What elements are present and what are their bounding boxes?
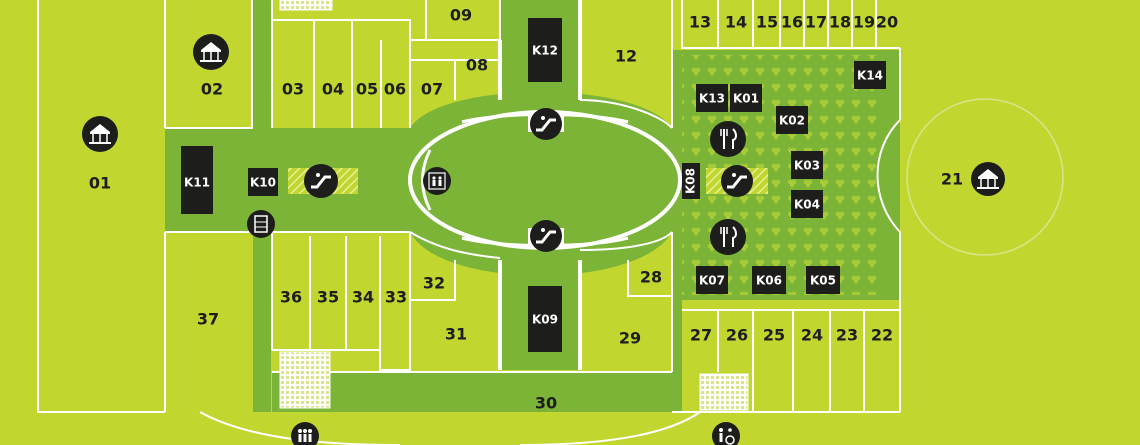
kiosk-label: K14 <box>857 69 883 83</box>
stairs-top <box>279 0 333 11</box>
unit-label-23[interactable]: 23 <box>836 326 858 345</box>
unit-label-33[interactable]: 33 <box>385 288 407 307</box>
unit-label-05[interactable]: 05 <box>356 80 378 99</box>
kiosk-k03[interactable]: K03 <box>791 151 823 179</box>
stairs-bottom-left <box>279 351 331 409</box>
unit-label-25[interactable]: 25 <box>763 326 785 345</box>
unit-label-16[interactable]: 16 <box>781 13 803 32</box>
unit-label-19[interactable]: 19 <box>853 13 875 32</box>
kiosk-k01[interactable]: K01 <box>730 84 762 112</box>
kiosks: K11 K10 K12 K09 K08 K13 K01 <box>181 18 886 352</box>
unit-label-18[interactable]: 18 <box>829 13 851 32</box>
kiosk-label: K09 <box>532 313 558 327</box>
kiosk-label: K12 <box>532 44 558 58</box>
kiosk-k13[interactable]: K13 <box>696 84 728 112</box>
kiosk-label: K06 <box>756 274 782 288</box>
kiosk-label: K08 <box>684 168 698 194</box>
kiosk-k12[interactable]: K12 <box>528 18 562 82</box>
unit-labels: 01 02 03 04 05 06 07 08 09 12 13 14 15 1… <box>89 6 963 413</box>
unit-label-12[interactable]: 12 <box>615 47 637 66</box>
carousel-icon[interactable] <box>971 162 1005 196</box>
kiosk-k09[interactable]: K09 <box>528 286 562 352</box>
unit-label-32[interactable]: 32 <box>423 274 445 293</box>
unit-label-37[interactable]: 37 <box>197 310 219 329</box>
unit-label-14[interactable]: 14 <box>725 13 747 32</box>
kiosk-k06[interactable]: K06 <box>752 266 786 294</box>
unit-label-21[interactable]: 21 <box>941 170 963 189</box>
escalator-icon[interactable] <box>530 220 562 252</box>
unit-label-04[interactable]: 04 <box>322 80 344 99</box>
unit-label-28[interactable]: 28 <box>640 268 662 287</box>
unit-label-30[interactable]: 30 <box>535 394 557 413</box>
kiosk-label: K02 <box>779 114 805 128</box>
kiosk-label: K05 <box>810 274 836 288</box>
unit-label-08[interactable]: 08 <box>466 56 488 75</box>
unit-label-07[interactable]: 07 <box>421 80 443 99</box>
carousel-icon[interactable] <box>82 116 118 152</box>
unit-label-01[interactable]: 01 <box>89 174 111 193</box>
elevator-icon[interactable] <box>423 167 451 195</box>
escalator-icon[interactable] <box>304 164 338 198</box>
kiosk-label: K13 <box>699 92 725 106</box>
unit-label-24[interactable]: 24 <box>801 326 823 345</box>
carousel-icon[interactable] <box>193 34 229 70</box>
unit-label-27[interactable]: 27 <box>690 326 712 345</box>
kiosk-k08[interactable]: K08 <box>682 163 700 199</box>
unit-label-15[interactable]: 15 <box>756 13 778 32</box>
kiosk-k05[interactable]: K05 <box>806 266 840 294</box>
unit-label-09[interactable]: 09 <box>450 6 472 25</box>
stairs-bottom-right <box>699 373 749 411</box>
kiosk-k07[interactable]: K07 <box>696 266 728 294</box>
accessible-toilets-icon[interactable] <box>712 422 740 445</box>
unit-label-06[interactable]: 06 <box>384 80 406 99</box>
kiosk-label: K11 <box>184 176 210 190</box>
restaurant-icon[interactable] <box>710 121 746 157</box>
escalator-icon[interactable] <box>721 165 753 197</box>
unit-label-22[interactable]: 22 <box>871 326 893 345</box>
unit-label-31[interactable]: 31 <box>445 325 467 344</box>
kiosk-k02[interactable]: K02 <box>776 106 808 134</box>
kiosk-k14[interactable]: K14 <box>854 61 886 89</box>
kiosk-k04[interactable]: K04 <box>791 190 823 218</box>
unit-label-36[interactable]: 36 <box>280 288 302 307</box>
unit-label-13[interactable]: 13 <box>689 13 711 32</box>
kiosk-label: K04 <box>794 198 820 212</box>
kiosk-label: K10 <box>250 176 276 190</box>
unit-label-02[interactable]: 02 <box>201 80 223 99</box>
restaurant-icon[interactable] <box>710 219 746 255</box>
unit-label-20[interactable]: 20 <box>876 13 898 32</box>
unit-label-03[interactable]: 03 <box>282 80 304 99</box>
kiosk-label: K01 <box>733 92 759 106</box>
kiosk-label: K07 <box>699 274 725 288</box>
vending-machine-icon[interactable] <box>247 210 275 238</box>
kiosk-k10[interactable]: K10 <box>248 168 278 196</box>
kiosk-label: K03 <box>794 159 820 173</box>
escalator-icon[interactable] <box>530 108 562 140</box>
unit-label-29[interactable]: 29 <box>619 329 641 348</box>
unit-label-26[interactable]: 26 <box>726 326 748 345</box>
kiosk-k11[interactable]: K11 <box>181 146 213 214</box>
unit-label-34[interactable]: 34 <box>352 288 374 307</box>
unit-label-35[interactable]: 35 <box>317 288 339 307</box>
unit-label-17[interactable]: 17 <box>805 13 827 32</box>
toilets-icon[interactable] <box>291 422 319 445</box>
